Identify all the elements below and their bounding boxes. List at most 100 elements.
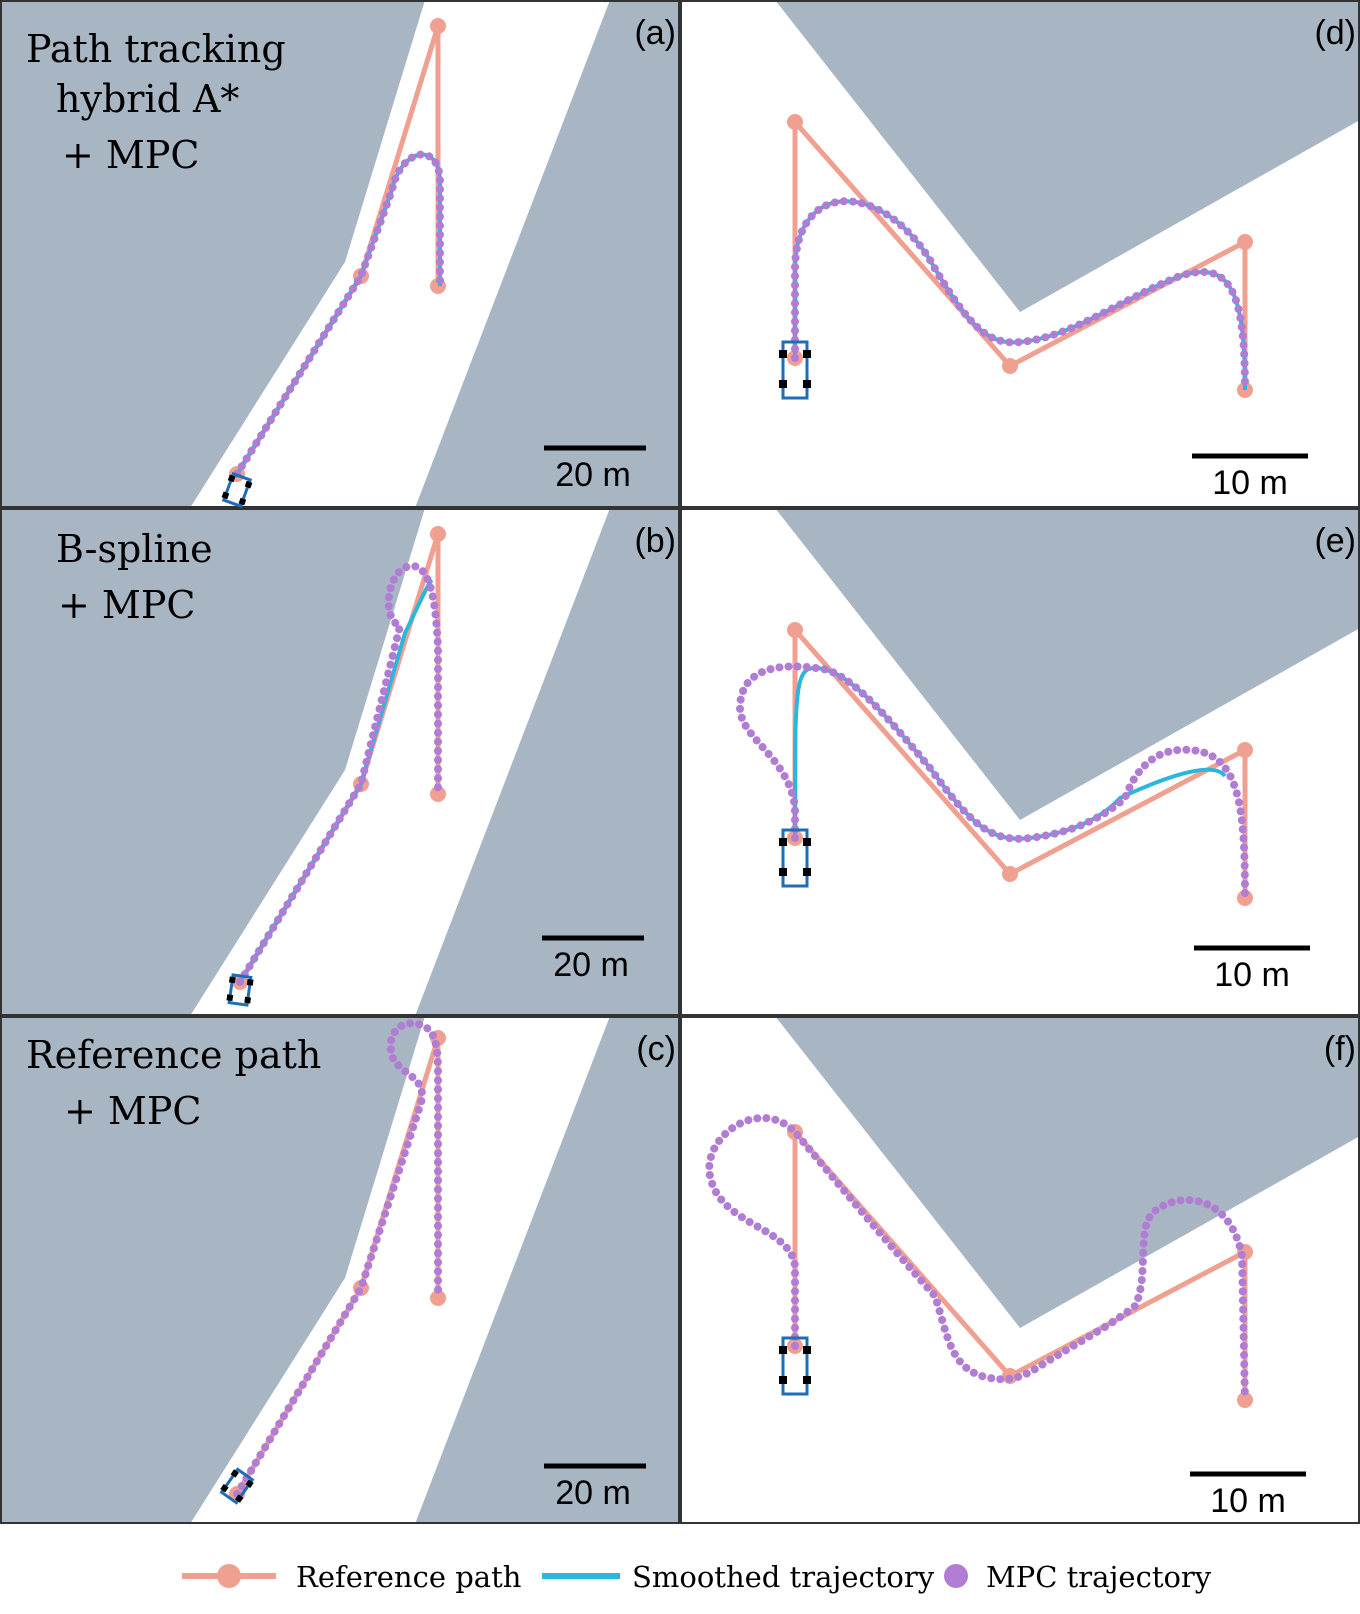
panel-tag: (f) [1324,1030,1356,1068]
obstacle-left [0,0,425,508]
legend-item-reference: Reference path [182,1560,521,1594]
svg-text:Reference path: Reference path [26,1033,321,1077]
svg-text:+ MPC: + MPC [62,133,199,177]
scale-label: 20 m [555,1474,631,1512]
smoothed-trajectory [238,578,434,984]
obstacle-top [775,1016,1360,1328]
mpc-trajectory [791,197,1249,394]
panel-title: B-spline + MPC [56,527,213,627]
panel-tag: (d) [1314,14,1356,52]
svg-text:hybrid A*: hybrid A* [56,77,239,121]
reference-waypoint [1237,890,1253,906]
mpc-trajectory [233,150,444,478]
reference-waypoint [1237,1392,1253,1408]
wheel [228,976,236,984]
vehicle-icon [779,340,811,400]
reference-waypoint [787,622,803,638]
legend: Reference path Smoothed trajectory MPC t… [182,1560,1212,1594]
scale-label: 20 m [555,456,631,494]
reference-waypoint [1237,234,1253,250]
wheel [235,1494,244,1503]
panel-frame [680,1016,1360,1524]
wheel [779,350,787,358]
wheel [244,480,253,489]
legend-reference-marker [217,1564,241,1588]
panel-a: (a) Path tracking hybrid A* + MPC 20 m [0,0,680,509]
panel-frame [680,508,1360,1016]
legend-mpc-marker [944,1564,968,1588]
obstacle-right [415,1016,680,1524]
svg-text:+ MPC: + MPC [58,583,195,627]
wheel [803,838,811,846]
panel-tag: (c) [636,1030,676,1068]
reference-waypoint [430,18,446,34]
legend-mpc-label: MPC trajectory [986,1560,1212,1594]
wheel [221,491,230,500]
wheel [803,1376,811,1384]
panel-c: (c) Reference path + MPC 20 m [0,1016,680,1524]
wheel [803,1346,811,1354]
wheel [779,868,787,876]
panel-e: (e) 10 m [680,508,1360,1016]
reference-waypoint [1237,742,1253,758]
panel-frame [0,1016,680,1524]
wheel [245,1479,254,1488]
vehicle-icon [219,1467,255,1505]
wheel [779,1346,787,1354]
scale-label: 10 m [1214,956,1290,994]
panel-tag: (e) [1314,522,1356,560]
mpc-trajectory [705,1114,1249,1404]
wheel [803,868,811,876]
panel-tag: (a) [634,14,676,52]
wheel [244,996,252,1004]
panel-title: Path tracking hybrid A* + MPC [26,27,286,177]
vehicle-icon [226,973,254,1007]
mpc-trajectory [236,561,442,986]
legend-smoothed-label: Smoothed trajectory [632,1560,935,1594]
vehicle-icon [221,471,253,509]
scale-label: 20 m [553,946,629,984]
legend-reference-label: Reference path [296,1560,521,1594]
panel-frame [0,508,680,1016]
vehicle-icon [779,828,811,888]
wheel [227,474,236,483]
svg-text:Path tracking: Path tracking [26,27,286,71]
scale-label: 10 m [1212,464,1288,502]
obstacle-top [775,0,1360,312]
obstacle-right [415,0,680,508]
legend-item-smoothed: Smoothed trajectory [542,1560,935,1594]
mpc-trajectory [735,662,1249,902]
reference-waypoint [1002,866,1018,882]
reference-waypoint [1002,358,1018,374]
svg-text:B-spline: B-spline [56,527,213,571]
wheel [230,1469,239,1478]
wheel [779,838,787,846]
obstacle-left [0,1016,425,1524]
wheel [803,350,811,358]
reference-waypoint [787,114,803,130]
reference-waypoint [430,786,446,802]
obstacle-left [0,508,425,1016]
wheel [220,1484,229,1493]
wheel [779,1376,787,1384]
obstacle-top [775,508,1360,820]
panel-tag: (b) [634,522,676,560]
panel-f: (f) 10 m [680,1016,1360,1524]
wheel [226,994,234,1002]
legend-item-mpc: MPC trajectory [944,1560,1212,1594]
panel-frame [0,0,680,508]
wheel [246,978,254,986]
svg-text:+ MPC: + MPC [64,1089,201,1133]
panel-b: (b) B-spline + MPC 20 m [0,508,680,1016]
reference-waypoint [430,526,446,542]
wheel [779,380,787,388]
panel-d: (d) 10 m [680,0,1360,508]
vehicle-icon [779,1336,811,1396]
wheel [238,497,247,506]
panel-title: Reference path + MPC [26,1033,321,1133]
obstacle-right [415,508,680,1016]
mpc-trajectory [233,1019,442,1498]
wheel [803,380,811,388]
reference-waypoint [430,1290,446,1306]
